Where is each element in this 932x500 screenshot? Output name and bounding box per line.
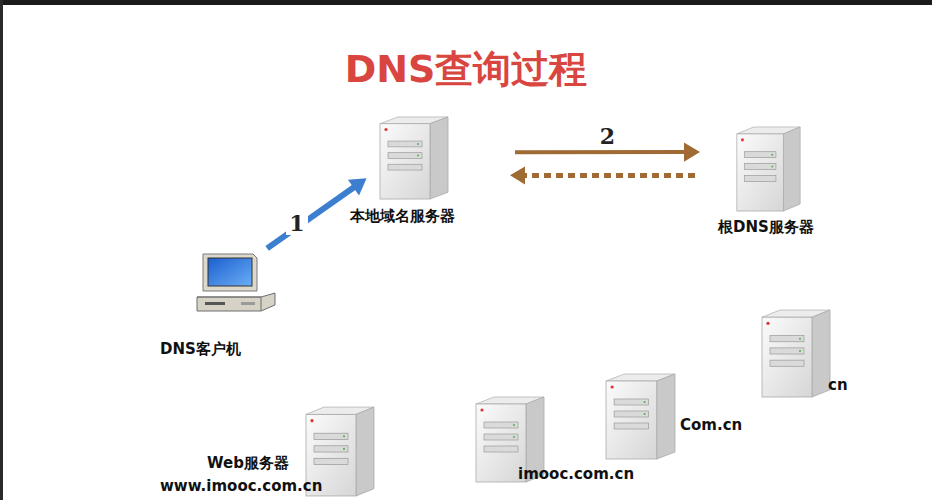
arrow-line [522, 173, 695, 178]
server-icon [604, 372, 677, 460]
server-node: Com.cn [604, 372, 677, 460]
server-icon [735, 125, 802, 212]
arrow-head [510, 166, 525, 184]
node-label: Com.cn [680, 416, 742, 434]
server-node: cn [760, 308, 832, 398]
server-node: imooc.com.cn [474, 395, 546, 483]
server-node: Web服务器www.imooc.com.cn [304, 405, 376, 497]
arrow-head [348, 178, 367, 195]
server-icon [378, 115, 450, 200]
node-label: www.imooc.com.cn [160, 477, 322, 495]
node-label: imooc.com.cn [518, 465, 634, 483]
server-node: 本地域名服务器 [378, 115, 450, 200]
arrow-head [684, 142, 700, 161]
node-label: DNS客户机 [160, 340, 241, 358]
node-label: 本地域名服务器 [350, 207, 455, 225]
server-icon [760, 308, 832, 398]
node-label: cn [828, 376, 848, 394]
left-bar [0, 0, 3, 500]
query-arrow [510, 166, 695, 184]
server-node: 根DNS服务器 [735, 125, 802, 212]
top-bar [0, 0, 932, 5]
step-number: 1 [286, 211, 307, 235]
diagram-title: DNS查询过程 [0, 44, 932, 95]
client-node: DNS客户机 [195, 253, 277, 315]
node-label: 根DNS服务器 [718, 218, 814, 236]
arrow-line [515, 150, 687, 154]
node-label: Web服务器 [207, 454, 289, 472]
computer-icon [195, 253, 277, 315]
step-number: 2 [597, 124, 618, 148]
arrow-line [267, 186, 356, 249]
